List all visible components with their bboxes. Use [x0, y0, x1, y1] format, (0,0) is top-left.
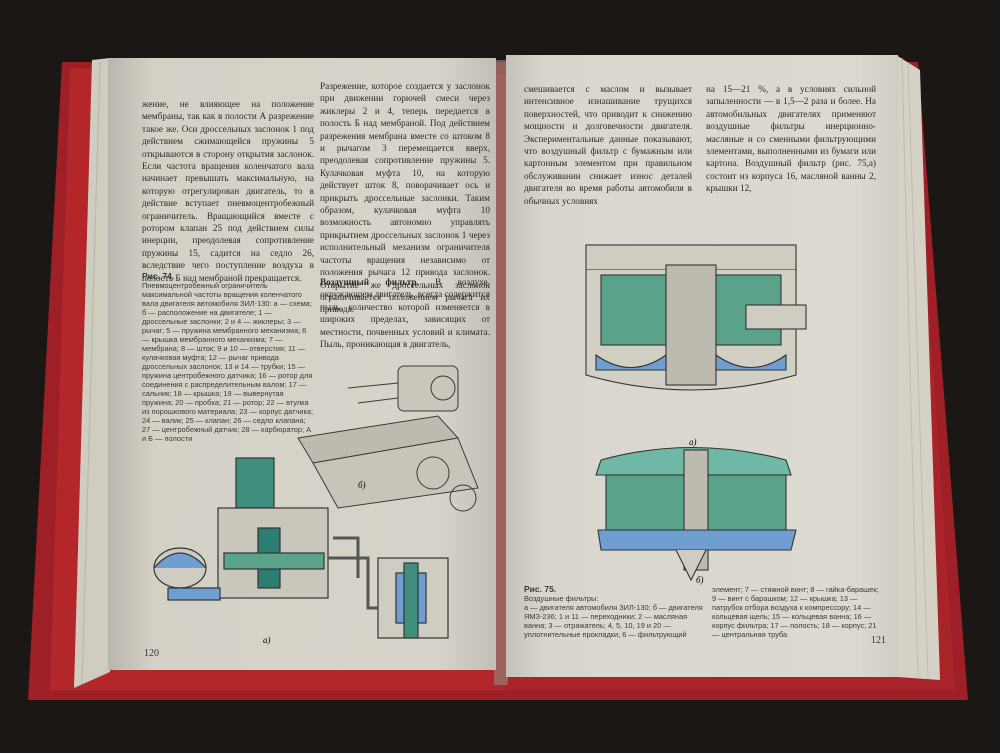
- air-filter-a: [585, 244, 807, 391]
- caption-75-text-left: а — двигателя автомобиля ЗИЛ-130; б — дв…: [524, 603, 703, 639]
- spine-gutter: [494, 60, 508, 685]
- fig74-label-b: б): [358, 480, 366, 490]
- right-col1-text: смешивается с маслом и вызывает интенсив…: [524, 84, 692, 206]
- left-page-number: 120: [144, 648, 159, 659]
- left-col2-text: Разрежение, которое создается у заслонок…: [320, 81, 490, 315]
- left-section: Воздушный фильтр. В воздухе, окружающем …: [320, 276, 490, 350]
- left-page-edges: [74, 58, 110, 688]
- figure-75-caption-right: элемент; 7 — стяжной винт; 8 — гайка-бар…: [712, 585, 879, 639]
- caption-75-title: Рис. 75.: [524, 584, 557, 594]
- fig75-label-b: б): [696, 575, 704, 585]
- air-filter-b: [595, 446, 797, 582]
- section-text: В воздухе, окружающем двигатель, всегда …: [320, 277, 490, 350]
- fig75-label-a: а): [689, 437, 697, 447]
- figure-74-drawing: б) а): [153, 365, 479, 645]
- left-col1-text: жение, не влияющее на положение мембраны…: [142, 99, 314, 283]
- fig74-label-a: а): [263, 635, 271, 645]
- section-heading: Воздушный фильтр.: [320, 277, 419, 287]
- right-page-number: 121: [871, 635, 886, 646]
- caption-text: Пневмоцентробежный ограничитель максимал…: [142, 281, 314, 443]
- left-page: жение, не влияющее на положение мембраны…: [108, 58, 496, 670]
- carburetor-schematic: [153, 457, 449, 639]
- caption-title: Рис. 74.: [142, 271, 175, 281]
- figure-75-drawing: а) б): [585, 244, 807, 585]
- figure-74-caption: Рис. 74. Пневмоцентробежный ограничитель…: [142, 271, 314, 444]
- right-page: смешивается с маслом и вызывает интенсив…: [506, 55, 898, 677]
- figure-75-caption-left: Рис. 75. Воздушные фильтры: а — двигател…: [524, 584, 704, 640]
- engine-illustration: [297, 365, 479, 512]
- caption-75-subtitle: Воздушные фильтры:: [524, 594, 599, 603]
- right-col2-text: на 15—21 %, а в условиях сильной запылен…: [706, 84, 876, 194]
